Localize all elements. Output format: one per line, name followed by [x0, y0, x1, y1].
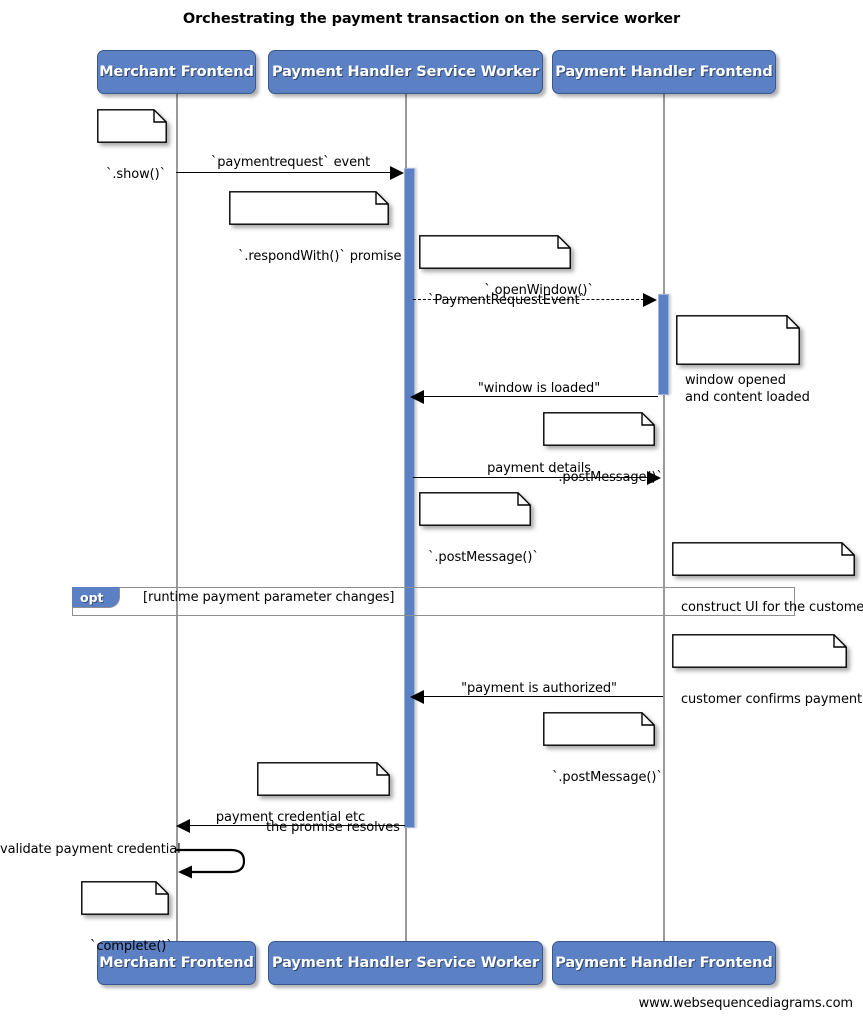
note-shape-folded-corner-icon: [81, 881, 169, 915]
message-line-payment-details: [413, 477, 648, 478]
page-title: Orchestrating the payment transaction on…: [182, 11, 681, 27]
fragment-opt-condition: [runtime payment parameter changes]: [143, 590, 395, 605]
message-label-paymentrequest-event: `paymentrequest` event: [210, 155, 371, 170]
message-line-openwindow: [413, 299, 644, 300]
message-label-validate-payment-credential: validate payment credential: [0, 842, 181, 857]
note-postmessage-lower: `.postMessage()`: [419, 492, 539, 565]
note-text: `PaymentRequestEvent`: [428, 293, 586, 308]
message-label-window-is-loaded: "window is loaded": [477, 381, 601, 396]
note-shape-folded-corner-icon: [419, 492, 531, 526]
footer-credit: www.websequencediagrams.com: [638, 996, 853, 1011]
note-text: the promise resolves: [266, 820, 400, 835]
note-window-opened: window opened and content loaded: [676, 315, 810, 405]
participant-payment-handler-frontend-bottom[interactable]: Payment Handler Frontend: [552, 941, 776, 985]
self-message-loop-path-icon: [176, 848, 246, 879]
note-text: window opened and content loaded: [685, 373, 810, 405]
activation-bar-service-worker: [404, 168, 415, 828]
note-text: `.postMessage()`: [552, 770, 663, 785]
message-line-payment-is-authorized: [424, 696, 663, 697]
note-customer-confirms-payment: customer confirms payment: [672, 634, 862, 707]
note-complete: `complete()`: [81, 881, 173, 954]
arrow-head-left-icon: [410, 690, 424, 704]
message-label-payment-is-authorized: "payment is authorized": [461, 681, 617, 696]
arrow-head-left-icon: [176, 819, 190, 833]
note-shape-folded-corner-icon: [676, 315, 800, 365]
note-paymentrequestevent: `PaymentRequestEvent`: [419, 235, 586, 308]
note-text: `.respondWith()` promise: [238, 249, 402, 264]
note-construct-ui: construct UI for the customer: [672, 542, 863, 615]
note-shape-folded-corner-icon: [229, 191, 389, 225]
participant-payment-handler-service-worker-top[interactable]: Payment Handler Service Worker: [268, 50, 543, 94]
note-postmessage-authorized: `.postMessage()`: [543, 712, 663, 785]
note-shape-folded-corner-icon: [257, 762, 390, 796]
participant-payment-handler-frontend-top[interactable]: Payment Handler Frontend: [552, 50, 776, 94]
lifeline-merchant-frontend: [176, 93, 178, 941]
note-shape-folded-corner-icon: [419, 235, 571, 269]
arrow-head-left-icon: [410, 390, 424, 404]
message-label-openwindow: `.openWindow()`: [484, 283, 594, 298]
note-respondwith-promise: `.respondWith()` promise: [229, 191, 401, 264]
participant-merchant-frontend-top[interactable]: Merchant Frontend: [97, 50, 256, 94]
note-shape-folded-corner-icon: [543, 712, 655, 746]
note-show: `.show()`: [97, 109, 167, 182]
message-line-payment-credential-etc: [190, 825, 405, 826]
note-shape-folded-corner-icon: [672, 634, 847, 668]
note-shape-folded-corner-icon: [543, 412, 655, 446]
arrow-head-right-icon: [647, 471, 661, 485]
message-label-payment-details: payment details: [487, 461, 591, 476]
note-promise-resolves: the promise resolves: [257, 762, 400, 835]
arrow-head-right-icon: [390, 166, 404, 180]
note-text: `.postMessage()`: [428, 550, 539, 565]
note-text: `.postMessage()`: [552, 470, 663, 485]
self-message-loop: [176, 848, 256, 879]
participant-merchant-frontend-bottom[interactable]: Merchant Frontend: [97, 941, 256, 985]
note-text: customer confirms payment: [681, 692, 862, 707]
note-postmessage-upper: `.postMessage()`: [543, 412, 663, 485]
fragment-opt-tab: opt: [72, 587, 120, 608]
activation-bar-frontend: [658, 294, 669, 395]
note-text: construct UI for the customer: [681, 600, 863, 615]
lifeline-payment-handler-frontend: [663, 93, 665, 941]
note-text: `.show()`: [106, 167, 166, 182]
message-line-paymentrequest-event: [176, 172, 391, 173]
note-text: `complete()`: [90, 939, 173, 954]
note-shape-folded-corner-icon: [672, 542, 855, 576]
message-line-window-is-loaded: [424, 396, 658, 397]
message-label-payment-credential-etc: payment credential etc: [215, 810, 366, 825]
note-shape-folded-corner-icon: [97, 109, 167, 143]
participant-payment-handler-service-worker-bottom[interactable]: Payment Handler Service Worker: [268, 941, 543, 985]
arrow-head-right-icon: [643, 293, 657, 307]
